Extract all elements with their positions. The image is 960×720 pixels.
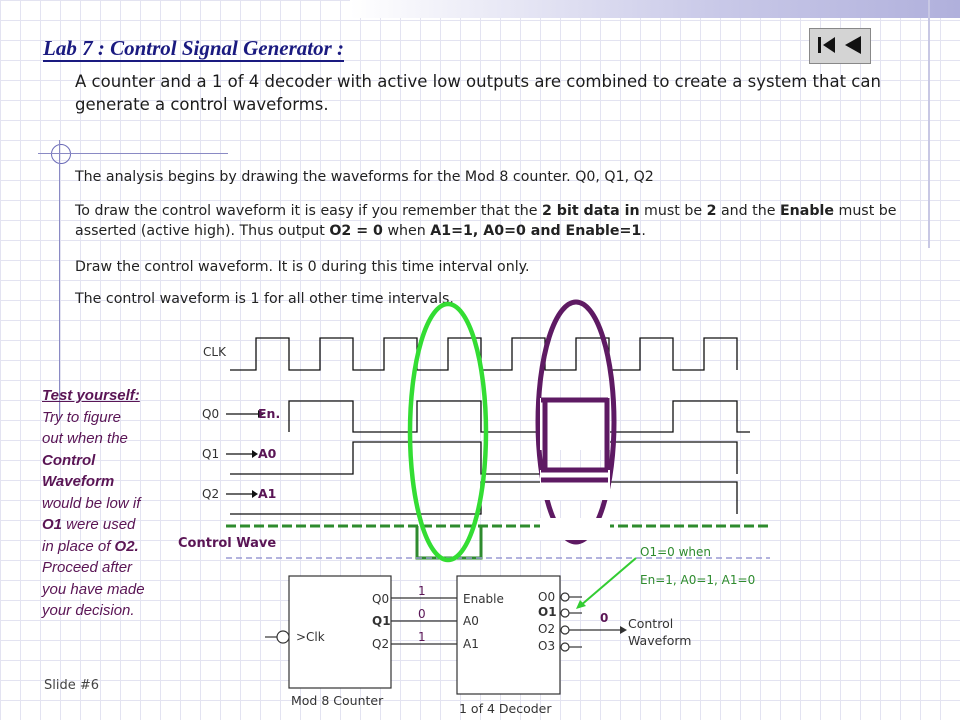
bit-value-q1: 0 <box>418 607 426 621</box>
decoder-box <box>456 575 561 695</box>
counter-clk-label: >Clk <box>296 630 325 644</box>
right-rule <box>928 0 930 248</box>
o1-note-line2: En=1, A0=1, A1=0 <box>640 573 755 587</box>
q1-waveform <box>230 441 738 475</box>
test-line: would be low if <box>42 494 141 512</box>
para-analysis: The analysis begins by drawing the wavef… <box>75 169 654 185</box>
decoder-in-a1: A1 <box>463 637 479 651</box>
decoder-out-o3: O3 <box>538 639 555 653</box>
skip-to-first-icon[interactable] <box>815 33 839 57</box>
q0-label: Q0 <box>202 407 219 421</box>
test-line: you have made <box>42 580 145 598</box>
waveforms <box>230 337 750 515</box>
green-highlight-ellipse <box>407 301 489 563</box>
para-other: The control waveform is 1 for all other … <box>75 291 454 307</box>
output-value: 0 <box>600 611 608 625</box>
decoder-out-o0: O0 <box>538 590 555 604</box>
test-line: out when the <box>42 430 128 447</box>
deco-vline <box>59 140 60 420</box>
test-line: Control <box>42 451 96 469</box>
mod8-counter-box <box>288 575 392 689</box>
test-line: your decision. <box>42 602 135 619</box>
counter-out-q2: Q2 <box>372 637 389 651</box>
test-line: O1 were used <box>42 516 136 533</box>
test-line: Proceed after <box>42 559 133 576</box>
q0-waveform <box>288 400 750 433</box>
clk-waveform <box>230 337 738 371</box>
test-line: Waveform <box>42 473 115 490</box>
slide-number: Slide #6 <box>44 678 100 693</box>
nav-panel <box>809 28 871 64</box>
intro-text: A counter and a 1 of 4 decoder with acti… <box>75 72 881 114</box>
test-line: Try to figure <box>42 408 121 426</box>
q1-signal-label: A0 <box>258 446 277 461</box>
bit-value-q0: 1 <box>418 584 426 598</box>
counter-name: Mod 8 Counter <box>291 693 384 708</box>
bit-value-q2: 1 <box>418 630 426 644</box>
decoder-in-a0: A0 <box>463 614 479 628</box>
slide-title: Lab 7 : Control Signal Generator : <box>43 36 345 62</box>
top-decor-bar <box>350 0 960 18</box>
counter-out-q1: Q1 <box>372 614 391 628</box>
para-control: To draw the control waveform it is easy … <box>75 203 897 239</box>
purple-highlight-ellipse <box>535 299 617 545</box>
decoder-output-bubbles <box>560 592 570 652</box>
output-label-2: Waveform <box>628 633 691 648</box>
q0-signal-label: En. <box>258 406 280 421</box>
test-yourself-box: Test yourself: Try to figure out when th… <box>42 385 182 622</box>
decoder-name: 1 of 4 Decoder <box>459 701 552 716</box>
o1-note-arrow <box>579 557 637 607</box>
previous-slide-icon[interactable] <box>841 33 865 57</box>
counter-out-q0: Q0 <box>372 592 389 606</box>
decoder-in-enable: Enable <box>463 592 504 606</box>
output-label-1: Control <box>628 616 673 631</box>
test-heading: Test yourself: <box>42 387 140 404</box>
clk-label: CLK <box>203 345 227 359</box>
q2-signal-label: A1 <box>258 486 276 501</box>
decoder-out-o2: O2 <box>538 622 555 636</box>
para-draw: Draw the control waveform. It is 0 durin… <box>75 259 530 275</box>
clk-bubble <box>276 630 290 644</box>
deco-hline <box>38 153 228 154</box>
q2-label: Q2 <box>202 487 219 501</box>
test-line: in place of O2. <box>42 537 139 555</box>
control-wave-label: Control Wave <box>178 536 276 551</box>
purple-cover <box>540 397 610 540</box>
decoder-out-o1: O1 <box>538 605 557 619</box>
q1-label: Q1 <box>202 447 219 461</box>
o1-note-line1: O1=0 when <box>640 545 711 559</box>
deco-circle <box>51 144 71 164</box>
